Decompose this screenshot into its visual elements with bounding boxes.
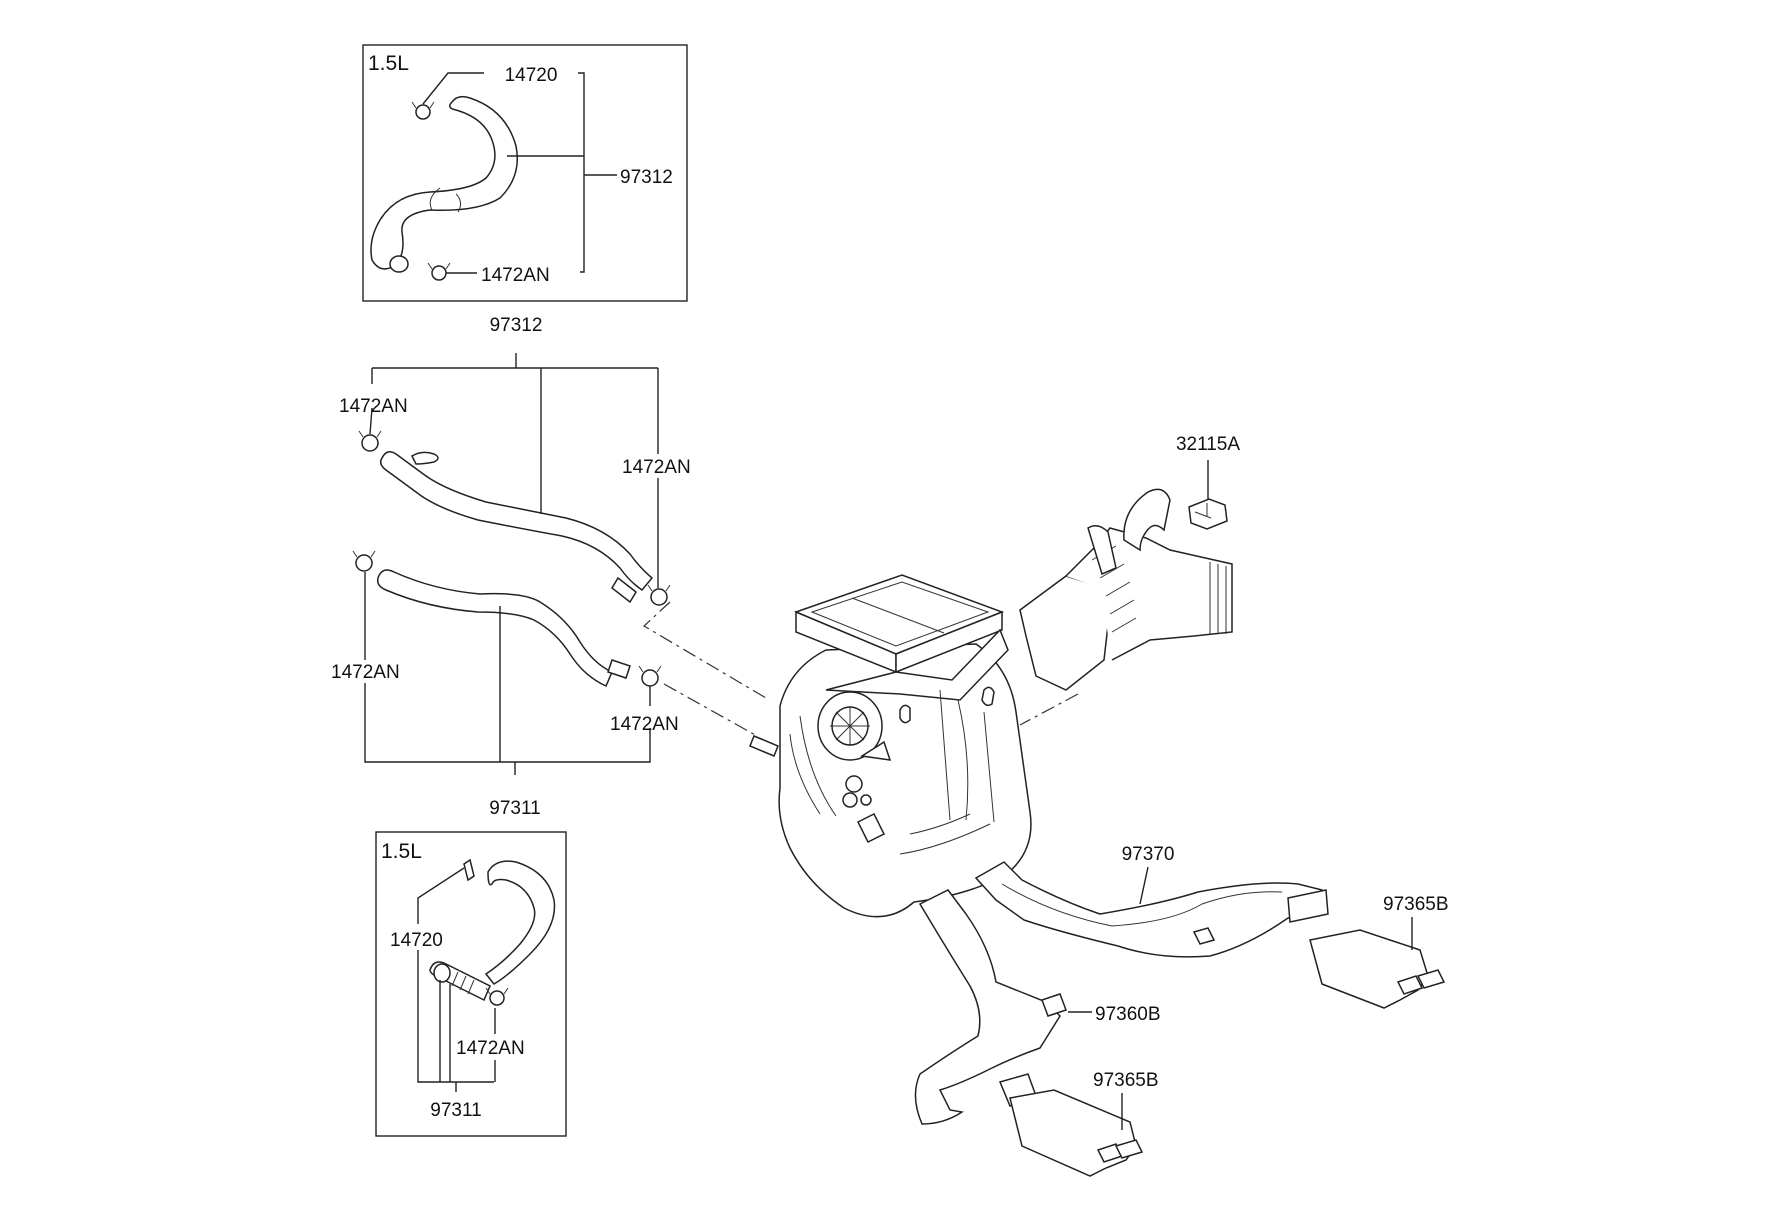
assembly-dashed-line bbox=[1019, 693, 1079, 726]
callout-97311-lower: 97311 bbox=[489, 798, 540, 819]
intake-duct bbox=[1019, 488, 1233, 691]
callout-32115A: 32115A bbox=[1176, 434, 1240, 455]
vent-right bbox=[1309, 929, 1446, 1009]
clamp-icon bbox=[489, 990, 505, 1006]
inset-bottom-callout-97311: 97311 bbox=[430, 1100, 481, 1121]
rear-duct-right bbox=[974, 861, 1329, 958]
clamp-icon bbox=[647, 584, 671, 606]
inset-top-callout-14720: 14720 bbox=[505, 65, 558, 86]
inset-bottom-hose-drawing bbox=[429, 858, 556, 1006]
clamp-icon bbox=[431, 265, 447, 281]
inset-top-callout-1472AN: 1472AN bbox=[481, 265, 550, 286]
callout-1472AN-upper-right: 1472AN bbox=[622, 457, 691, 478]
inset-bottom-callout-14720: 14720 bbox=[390, 930, 443, 951]
clamp-icon bbox=[415, 104, 431, 120]
assembly-dashed-line bbox=[642, 601, 767, 699]
assembly-dashed-line bbox=[663, 683, 758, 737]
main-hoses bbox=[352, 430, 671, 688]
callout-97365B-right: 97365B bbox=[1383, 894, 1449, 915]
inset-bottom-callout-1472AN: 1472AN bbox=[456, 1038, 525, 1059]
heater-hose-lower bbox=[376, 569, 613, 688]
clamp-icon bbox=[352, 550, 376, 572]
callout-97365B-left: 97365B bbox=[1093, 1070, 1159, 1091]
inset-bottom-frame bbox=[375, 831, 567, 1137]
heater-unit bbox=[749, 574, 1032, 918]
inset-top-hose-drawing bbox=[370, 95, 518, 281]
callout-1472AN-lower-right: 1472AN bbox=[610, 714, 679, 735]
clamp-icon bbox=[638, 665, 662, 687]
callout-97312-upper: 97312 bbox=[490, 315, 543, 336]
vent-left bbox=[1009, 1089, 1144, 1177]
heater-hose-upper bbox=[379, 451, 654, 591]
callout-1472AN-upper-left: 1472AN bbox=[339, 396, 408, 417]
inset-top: 1.5L 14720 97312 1472AN bbox=[362, 44, 688, 302]
callout-97370: 97370 bbox=[1122, 844, 1175, 865]
bracket-clip bbox=[1188, 498, 1228, 530]
clamp-icon bbox=[358, 430, 382, 452]
inset-bottom: 1.5L 14720 1472AN 97311 bbox=[375, 831, 567, 1137]
callout-97360B: 97360B bbox=[1095, 1004, 1161, 1025]
inset-bottom-engine-label: 1.5L bbox=[381, 840, 422, 863]
clamp-icon bbox=[463, 858, 475, 882]
inset-top-callout-97312: 97312 bbox=[620, 167, 673, 188]
callout-1472AN-lower-left: 1472AN bbox=[331, 662, 400, 683]
inset-top-engine-label: 1.5L bbox=[368, 52, 409, 75]
inset-top-frame bbox=[362, 44, 688, 302]
